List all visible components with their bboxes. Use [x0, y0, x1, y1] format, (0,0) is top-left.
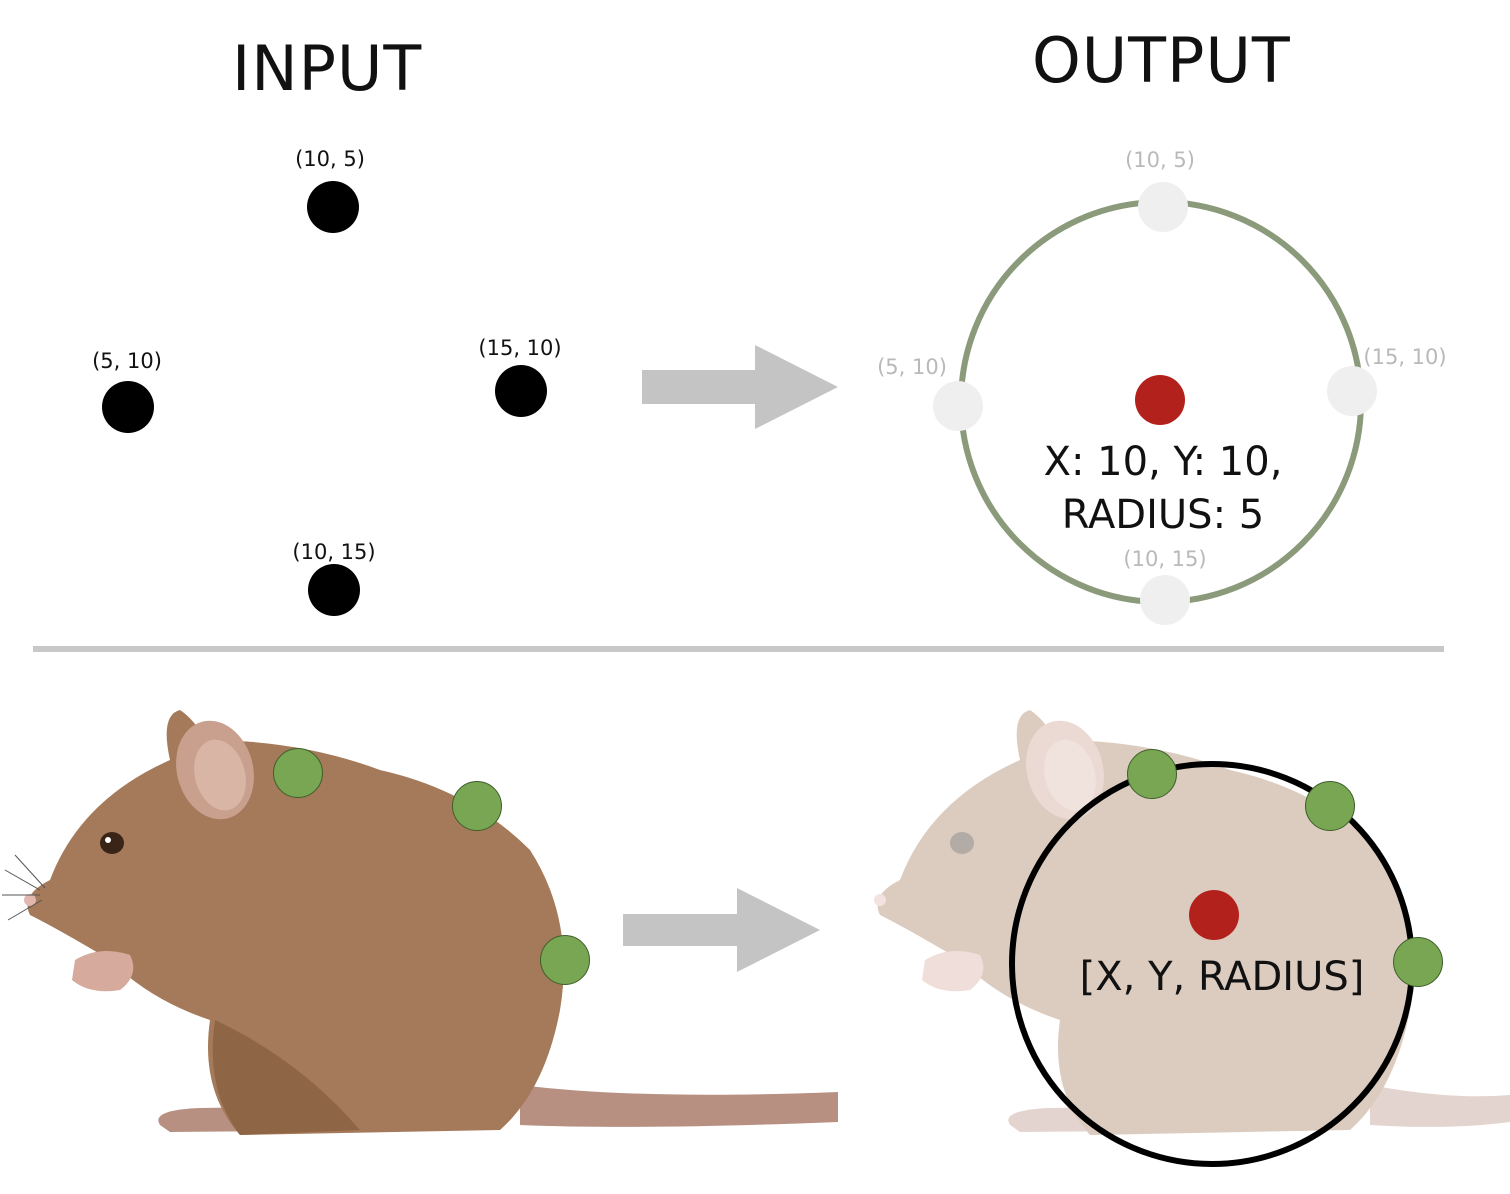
output-point-label-bottom: (10, 15) — [1123, 547, 1207, 571]
input-heading: INPUT — [232, 32, 423, 105]
output-point-label-left: (5, 10) — [877, 355, 947, 379]
output-point-top — [1138, 182, 1188, 232]
input-point-label-top: (10, 5) — [295, 147, 365, 171]
output-point-label-top: (10, 5) — [1125, 148, 1195, 172]
bottom-arrow — [623, 888, 820, 972]
mouse-keypoint-1 — [273, 748, 323, 798]
mouse-keypoint-3 — [540, 935, 590, 985]
mouse-output-keypoint-3 — [1393, 937, 1443, 987]
input-point-top — [307, 181, 359, 233]
mouse-illustration-output — [874, 710, 1510, 1135]
input-point-bottom — [308, 564, 360, 616]
center-point-top — [1135, 375, 1185, 425]
output-point-right — [1327, 366, 1377, 416]
output-point-left — [933, 381, 983, 431]
mouse-output-keypoint-2 — [1305, 781, 1355, 831]
input-point-label-bottom: (10, 15) — [292, 540, 376, 564]
input-point-right — [495, 365, 547, 417]
output-point-bottom — [1140, 575, 1190, 625]
input-point-label-right: (15, 10) — [478, 336, 562, 360]
mouse-keypoint-2 — [452, 781, 502, 831]
mouse-output-keypoint-1 — [1127, 749, 1177, 799]
output-result-line2: RADIUS: 5 — [1061, 492, 1265, 538]
output-result-text: X: 10, Y: 10, RADIUS: 5 — [1044, 436, 1283, 542]
output-result-line1: X: 10, Y: 10, — [1043, 439, 1283, 485]
mouse-illustration-input — [2, 710, 838, 1135]
input-point-label-left: (5, 10) — [92, 349, 162, 373]
mouse-output-result-text: [X, Y, RADIUS] — [1079, 954, 1365, 1000]
output-point-label-right: (15, 10) — [1363, 345, 1447, 369]
output-heading: OUTPUT — [1032, 24, 1291, 97]
input-point-left — [102, 381, 154, 433]
top-arrow — [642, 345, 838, 429]
center-point-bottom — [1189, 890, 1239, 940]
